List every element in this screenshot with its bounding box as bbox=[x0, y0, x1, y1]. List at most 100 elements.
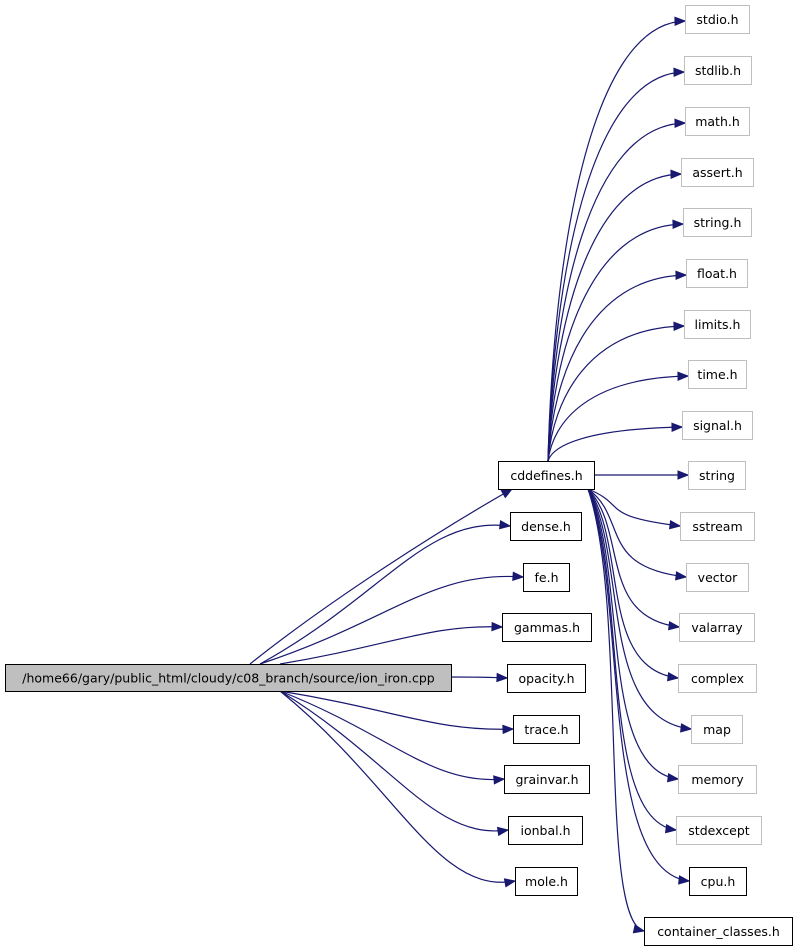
node-stdexcept[interactable]: stdexcept bbox=[676, 816, 762, 845]
node-cddefines[interactable]: cddefines.h bbox=[498, 461, 595, 490]
node-label: string bbox=[699, 468, 735, 483]
edge-line bbox=[547, 71, 685, 462]
node-string-h[interactable]: string.h bbox=[683, 208, 752, 237]
node-label: ionbal.h bbox=[520, 823, 570, 838]
node-box bbox=[644, 917, 793, 946]
node-container-classes[interactable]: container_classes.h bbox=[644, 917, 793, 946]
node-box bbox=[682, 411, 753, 440]
node-label: sstream bbox=[692, 519, 742, 534]
node-box bbox=[515, 867, 578, 896]
node-label: trace.h bbox=[524, 722, 568, 737]
arrowhead bbox=[666, 772, 680, 783]
node-box bbox=[684, 310, 751, 339]
node-assert[interactable]: assert.h bbox=[681, 158, 754, 187]
node-memory[interactable]: memory bbox=[678, 765, 757, 794]
node-box bbox=[691, 715, 743, 744]
node-label: cddefines.h bbox=[510, 468, 582, 483]
node-ionbal[interactable]: ionbal.h bbox=[508, 816, 583, 845]
edge-hub-stdlib bbox=[547, 67, 686, 462]
edges bbox=[249, 16, 693, 934]
arrowhead bbox=[632, 924, 646, 934]
edge-line bbox=[587, 488, 692, 730]
node-vector[interactable]: vector bbox=[686, 563, 749, 592]
node-valarray[interactable]: valarray bbox=[679, 613, 755, 642]
node-label: vector bbox=[698, 570, 739, 585]
node-map[interactable]: map bbox=[691, 715, 743, 744]
edge-hub-container_classes bbox=[587, 488, 646, 934]
edge-hub-time bbox=[547, 371, 690, 462]
arrowhead bbox=[670, 169, 683, 179]
node-box bbox=[510, 512, 582, 541]
node-mole[interactable]: mole.h bbox=[515, 867, 578, 896]
edge-line bbox=[279, 690, 516, 883]
node-fe[interactable]: fe.h bbox=[523, 563, 570, 592]
edge-line bbox=[279, 690, 514, 730]
node-time[interactable]: time.h bbox=[688, 360, 747, 389]
node-cpu[interactable]: cpu.h bbox=[689, 867, 747, 896]
node-string[interactable]: string bbox=[688, 461, 746, 490]
edge-root-grainvar bbox=[279, 690, 506, 785]
arrowhead bbox=[500, 488, 514, 499]
node-dense[interactable]: dense.h bbox=[510, 512, 582, 541]
node-grainvar[interactable]: grainvar.h bbox=[504, 765, 590, 794]
node-label: float.h bbox=[697, 266, 737, 281]
node-label: dense.h bbox=[521, 519, 571, 534]
edge-line bbox=[587, 488, 690, 882]
edge-root-opacity bbox=[450, 672, 509, 683]
edge-hub-valarray bbox=[587, 488, 681, 631]
node-box bbox=[679, 613, 755, 642]
node-gammas[interactable]: gammas.h bbox=[502, 613, 592, 642]
edge-root-gammas bbox=[279, 621, 504, 665]
edge-hub-string_h bbox=[547, 219, 685, 462]
arrowhead bbox=[675, 571, 688, 581]
arrowhead bbox=[503, 878, 517, 888]
node-box bbox=[689, 867, 747, 896]
edge-root-dense bbox=[259, 520, 512, 665]
edge-hub-memory bbox=[587, 488, 680, 783]
arrowhead bbox=[493, 775, 506, 785]
edge-line bbox=[547, 20, 686, 462]
arrowhead bbox=[664, 823, 678, 834]
node-label: fe.h bbox=[535, 570, 559, 585]
edge-hub-float bbox=[547, 270, 688, 462]
node-sstream[interactable]: sstream bbox=[680, 512, 755, 541]
edge-line bbox=[249, 488, 513, 665]
arrowhead bbox=[671, 422, 684, 432]
node-float[interactable]: float.h bbox=[686, 259, 748, 288]
edge-hub-math bbox=[547, 118, 687, 462]
arrowhead bbox=[496, 672, 509, 683]
edge-line bbox=[587, 488, 679, 679]
node-root-file[interactable]: /home66/gary/public_html/cloudy/c08_bran… bbox=[5, 664, 452, 692]
edge-hub-assert bbox=[547, 169, 683, 462]
node-label: math.h bbox=[695, 114, 740, 129]
arrowhead bbox=[491, 621, 504, 632]
node-box bbox=[686, 259, 748, 288]
node-box bbox=[688, 461, 746, 490]
edge-line bbox=[279, 690, 505, 781]
node-limits[interactable]: limits.h bbox=[684, 310, 751, 339]
node-label: opacity.h bbox=[519, 671, 575, 686]
arrowhead bbox=[673, 321, 686, 331]
node-trace[interactable]: trace.h bbox=[513, 715, 580, 744]
node-label: assert.h bbox=[692, 165, 742, 180]
node-stdlib[interactable]: stdlib.h bbox=[684, 56, 752, 85]
node-label: string.h bbox=[694, 215, 742, 230]
arrowhead bbox=[678, 875, 691, 885]
node-box bbox=[684, 56, 752, 85]
node-box bbox=[683, 208, 752, 237]
node-box bbox=[5, 664, 452, 692]
edge-hub-map bbox=[587, 488, 693, 733]
node-complex[interactable]: complex bbox=[678, 664, 757, 693]
node-stdio[interactable]: stdio.h bbox=[685, 5, 750, 34]
arrowhead bbox=[499, 520, 512, 530]
node-math[interactable]: math.h bbox=[685, 107, 750, 136]
edge-root-ionbal bbox=[279, 690, 510, 837]
edge-hub-stdio bbox=[547, 16, 687, 462]
edge-line bbox=[547, 122, 686, 462]
arrowhead bbox=[667, 621, 681, 631]
node-box bbox=[678, 765, 757, 794]
arrowhead bbox=[677, 470, 690, 480]
node-signal[interactable]: signal.h bbox=[682, 411, 753, 440]
edge-line bbox=[587, 488, 687, 578]
node-opacity[interactable]: opacity.h bbox=[507, 664, 586, 693]
